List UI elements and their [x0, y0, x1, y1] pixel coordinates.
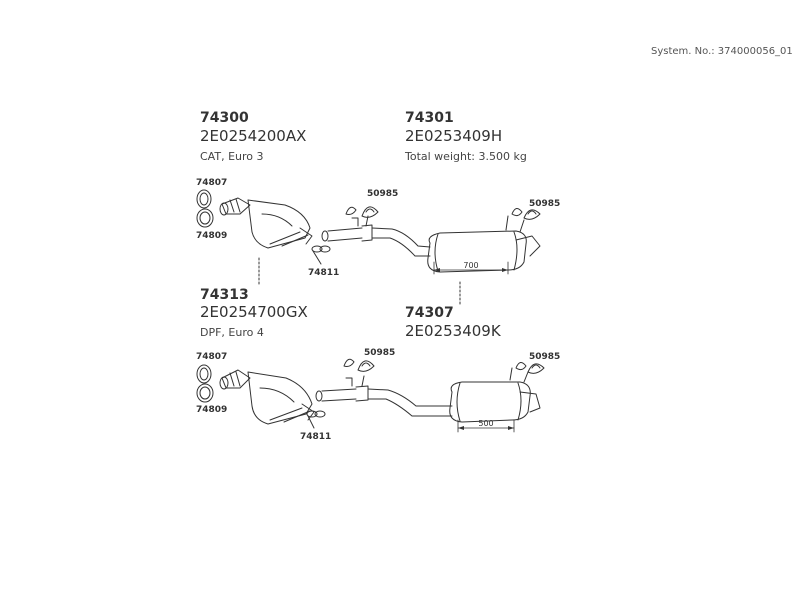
part-number-74301: 74301 [405, 110, 454, 126]
system-number: System. No.: 374000056_01 [651, 46, 793, 57]
downpipe-upper [219, 197, 251, 216]
callout-hanger-upper-left: 50985 [367, 189, 399, 199]
catalytic-converter [247, 199, 313, 249]
gasket-lower [196, 364, 212, 384]
part-desc-74313: DPF, Euro 4 [200, 326, 264, 339]
part-number-74307: 74307 [405, 305, 454, 321]
clamp-upper [311, 245, 331, 265]
ring-lower [196, 383, 214, 403]
dimension-label-lower: 500 [478, 419, 493, 428]
callout-ring-upper: 74809 [196, 231, 228, 241]
rear-silencer-upper [427, 215, 541, 273]
downpipe-lower [219, 369, 251, 390]
callout-gasket-upper: 74807 [196, 178, 228, 188]
callout-hanger-upper-right: 50985 [529, 199, 561, 209]
part-code-74313: 2E0254700GX [200, 303, 308, 321]
dimension-upper [433, 261, 509, 275]
hanger-lower-right [515, 362, 545, 374]
diesel-particulate-filter [247, 371, 315, 425]
part-desc-74300: CAT, Euro 3 [200, 150, 264, 163]
front-pipe-lower [315, 375, 453, 417]
hanger-upper-right [511, 208, 541, 220]
callout-clamp-lower: 74811 [300, 432, 332, 442]
callout-gasket-lower: 74807 [196, 352, 228, 362]
hanger-lower-left [343, 358, 375, 372]
ring-upper [196, 208, 214, 228]
part-number-74300: 74300 [200, 110, 249, 126]
callout-ring-lower: 74809 [196, 405, 228, 415]
part-desc-74301: Total weight: 3.500 kg [405, 150, 527, 163]
part-code-74301: 2E0253409H [405, 127, 503, 145]
part-code-74300: 2E0254200AX [200, 127, 307, 145]
part-number-74313: 74313 [200, 287, 249, 303]
gasket-upper [196, 189, 212, 209]
clamp-lower [306, 410, 326, 429]
part-code-74307: 2E0253409K [405, 322, 501, 340]
callout-clamp-upper: 74811 [308, 268, 340, 278]
dimension-lower [457, 419, 515, 433]
rear-silencer-lower [449, 367, 541, 423]
callout-hanger-lower-right: 50985 [529, 352, 561, 362]
dimension-label-upper: 700 [463, 261, 478, 270]
callout-hanger-lower-left: 50985 [364, 348, 396, 358]
front-pipe-upper [321, 215, 431, 257]
hanger-upper-left [345, 206, 379, 218]
